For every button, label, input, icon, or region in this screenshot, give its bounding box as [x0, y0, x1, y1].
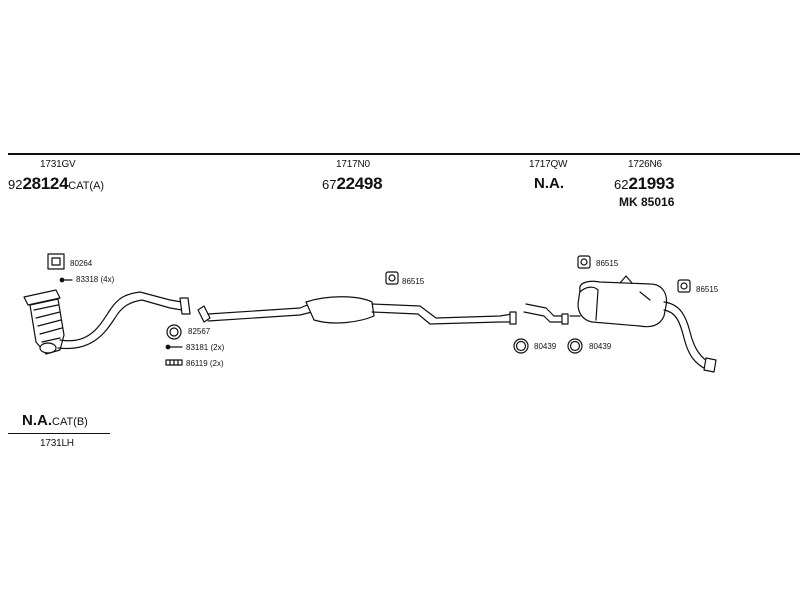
connecting-pipe: [523, 303, 569, 325]
col2-part-number: 6722498: [322, 174, 383, 193]
col4-num-prefix: 62: [614, 177, 629, 192]
nut-86119: [165, 359, 183, 366]
col3-code: 1717QW: [529, 159, 568, 170]
clamp-80439-left: [513, 338, 529, 354]
part-label-86119: 86119 (2x): [186, 359, 224, 368]
part-label-83181: 83181 (2x): [186, 343, 225, 352]
hanger-86515-tail: [677, 279, 691, 293]
footer-suffix: CAT(B): [52, 416, 88, 428]
clamp-82567: [166, 324, 182, 340]
part-label-80439-left: 80439: [534, 342, 557, 351]
tail-pipe: [663, 301, 717, 373]
col4-code: 1726N6: [628, 159, 662, 170]
col2-code: 1717N0: [336, 159, 370, 170]
clamp-80439-right: [567, 338, 583, 354]
part-label-80439-right: 80439: [589, 342, 612, 351]
footer-divider-line: [8, 433, 110, 434]
bolt-83181: [165, 344, 183, 350]
hanger-86515-mid: [385, 271, 399, 285]
bolt-83318: [59, 277, 73, 283]
col3-value: N.A.: [534, 175, 564, 192]
footer-part-number: N.A.CAT(B): [22, 413, 88, 429]
col4-num-main: 21993: [628, 174, 675, 193]
rear-silencer: [569, 275, 668, 328]
header-divider-line: [8, 153, 800, 155]
hanger-86515-rear: [577, 255, 591, 269]
part-label-86515-tail: 86515: [696, 285, 719, 294]
footer-main: N.A.: [22, 412, 52, 429]
col4-part-number: 6221993: [614, 174, 675, 193]
part-label-82567: 82567: [188, 327, 211, 336]
middle-silencer-pipe: [197, 296, 517, 325]
part-label-80264: 80264: [70, 259, 93, 268]
catalytic-converter: [23, 289, 65, 355]
col1-code: 1731GV: [40, 159, 76, 170]
col4-mk-code: MK 85016: [619, 195, 675, 209]
col2-num-main: 22498: [336, 174, 383, 193]
col1-num-main: 28124: [22, 174, 69, 193]
col1-part-number: 9228124CAT(A): [8, 175, 104, 192]
footer-code: 1731LH: [40, 438, 74, 449]
part-label-86515-rear: 86515: [596, 259, 619, 268]
gasket-80264: [47, 253, 65, 270]
front-pipe: [57, 291, 191, 350]
col1-num-suffix: CAT(A): [68, 180, 105, 192]
col1-num-prefix: 92: [8, 177, 23, 192]
col2-num-prefix: 67: [322, 177, 337, 192]
part-label-86515-mid: 86515: [402, 277, 425, 286]
part-label-83318: 83318 (4x): [76, 275, 115, 284]
